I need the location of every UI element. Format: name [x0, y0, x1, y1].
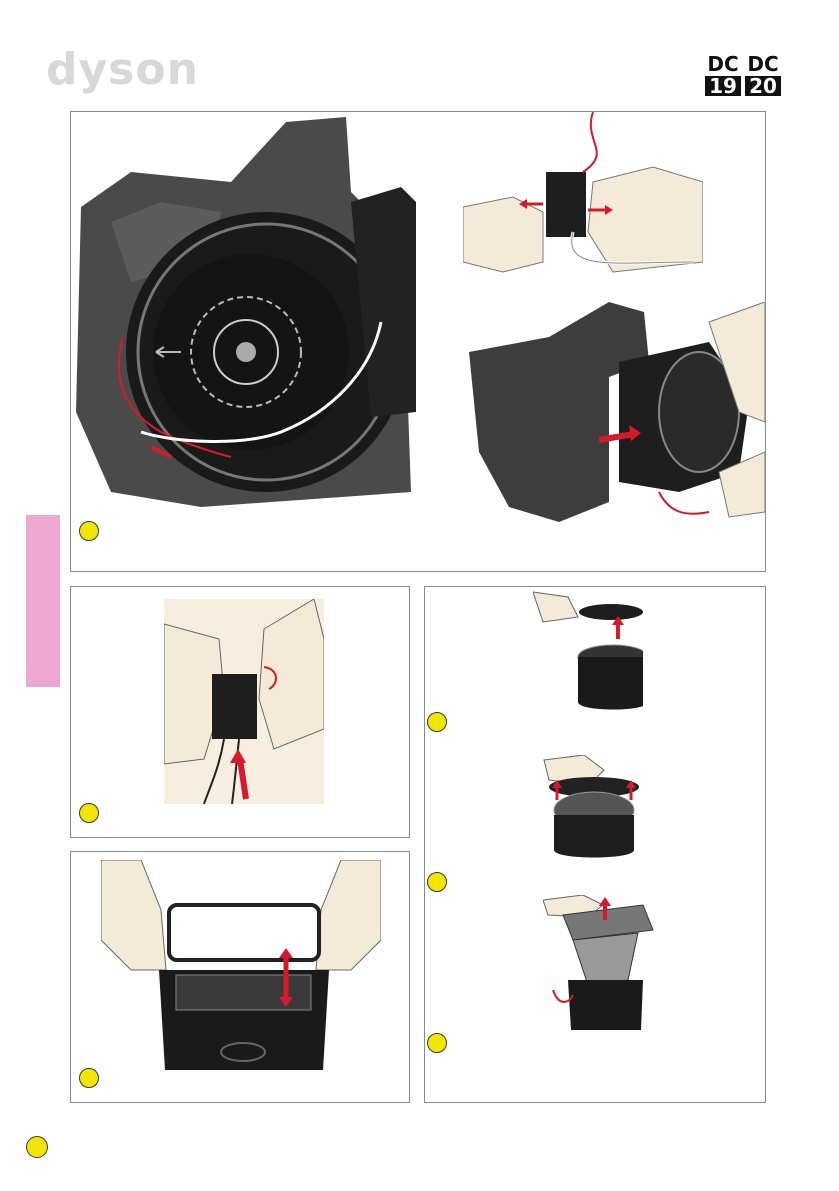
section-side-tab	[26, 515, 60, 687]
step-indicator-dot	[427, 872, 447, 892]
badge-top-left: DC	[705, 54, 741, 74]
step-indicator-dot	[427, 712, 447, 732]
step-indicator-dot	[427, 1033, 447, 1053]
step-panel-motor-disassembly	[424, 586, 766, 1103]
step-panel-motor-removal	[70, 111, 766, 572]
step-indicator-dot	[79, 1068, 99, 1088]
motor-cover-lift-illustration	[533, 587, 643, 712]
page-indicator-dot	[26, 1136, 48, 1158]
step-panel-connector	[70, 586, 410, 838]
step-indicator-dot	[79, 803, 99, 823]
motor-cap-lift-illustration	[539, 755, 649, 860]
motor-pull-illustration	[469, 302, 765, 527]
step-indicator-dot	[79, 521, 99, 541]
motor-extract-illustration	[543, 895, 658, 1035]
filter-seal-illustration	[101, 860, 381, 1070]
step-panel-filter-seal	[70, 851, 410, 1103]
badge-top-right: DC	[745, 54, 781, 74]
connector-insert-illustration	[164, 599, 324, 804]
badge-bottom-left: 19	[705, 76, 741, 96]
model-badge: DC DC 19 20	[705, 54, 781, 98]
motor-housing-illustration	[71, 112, 416, 512]
badge-bottom-right: 20	[745, 76, 781, 96]
connector-hands-illustration	[463, 112, 703, 297]
dyson-logo: dyson	[46, 48, 199, 92]
